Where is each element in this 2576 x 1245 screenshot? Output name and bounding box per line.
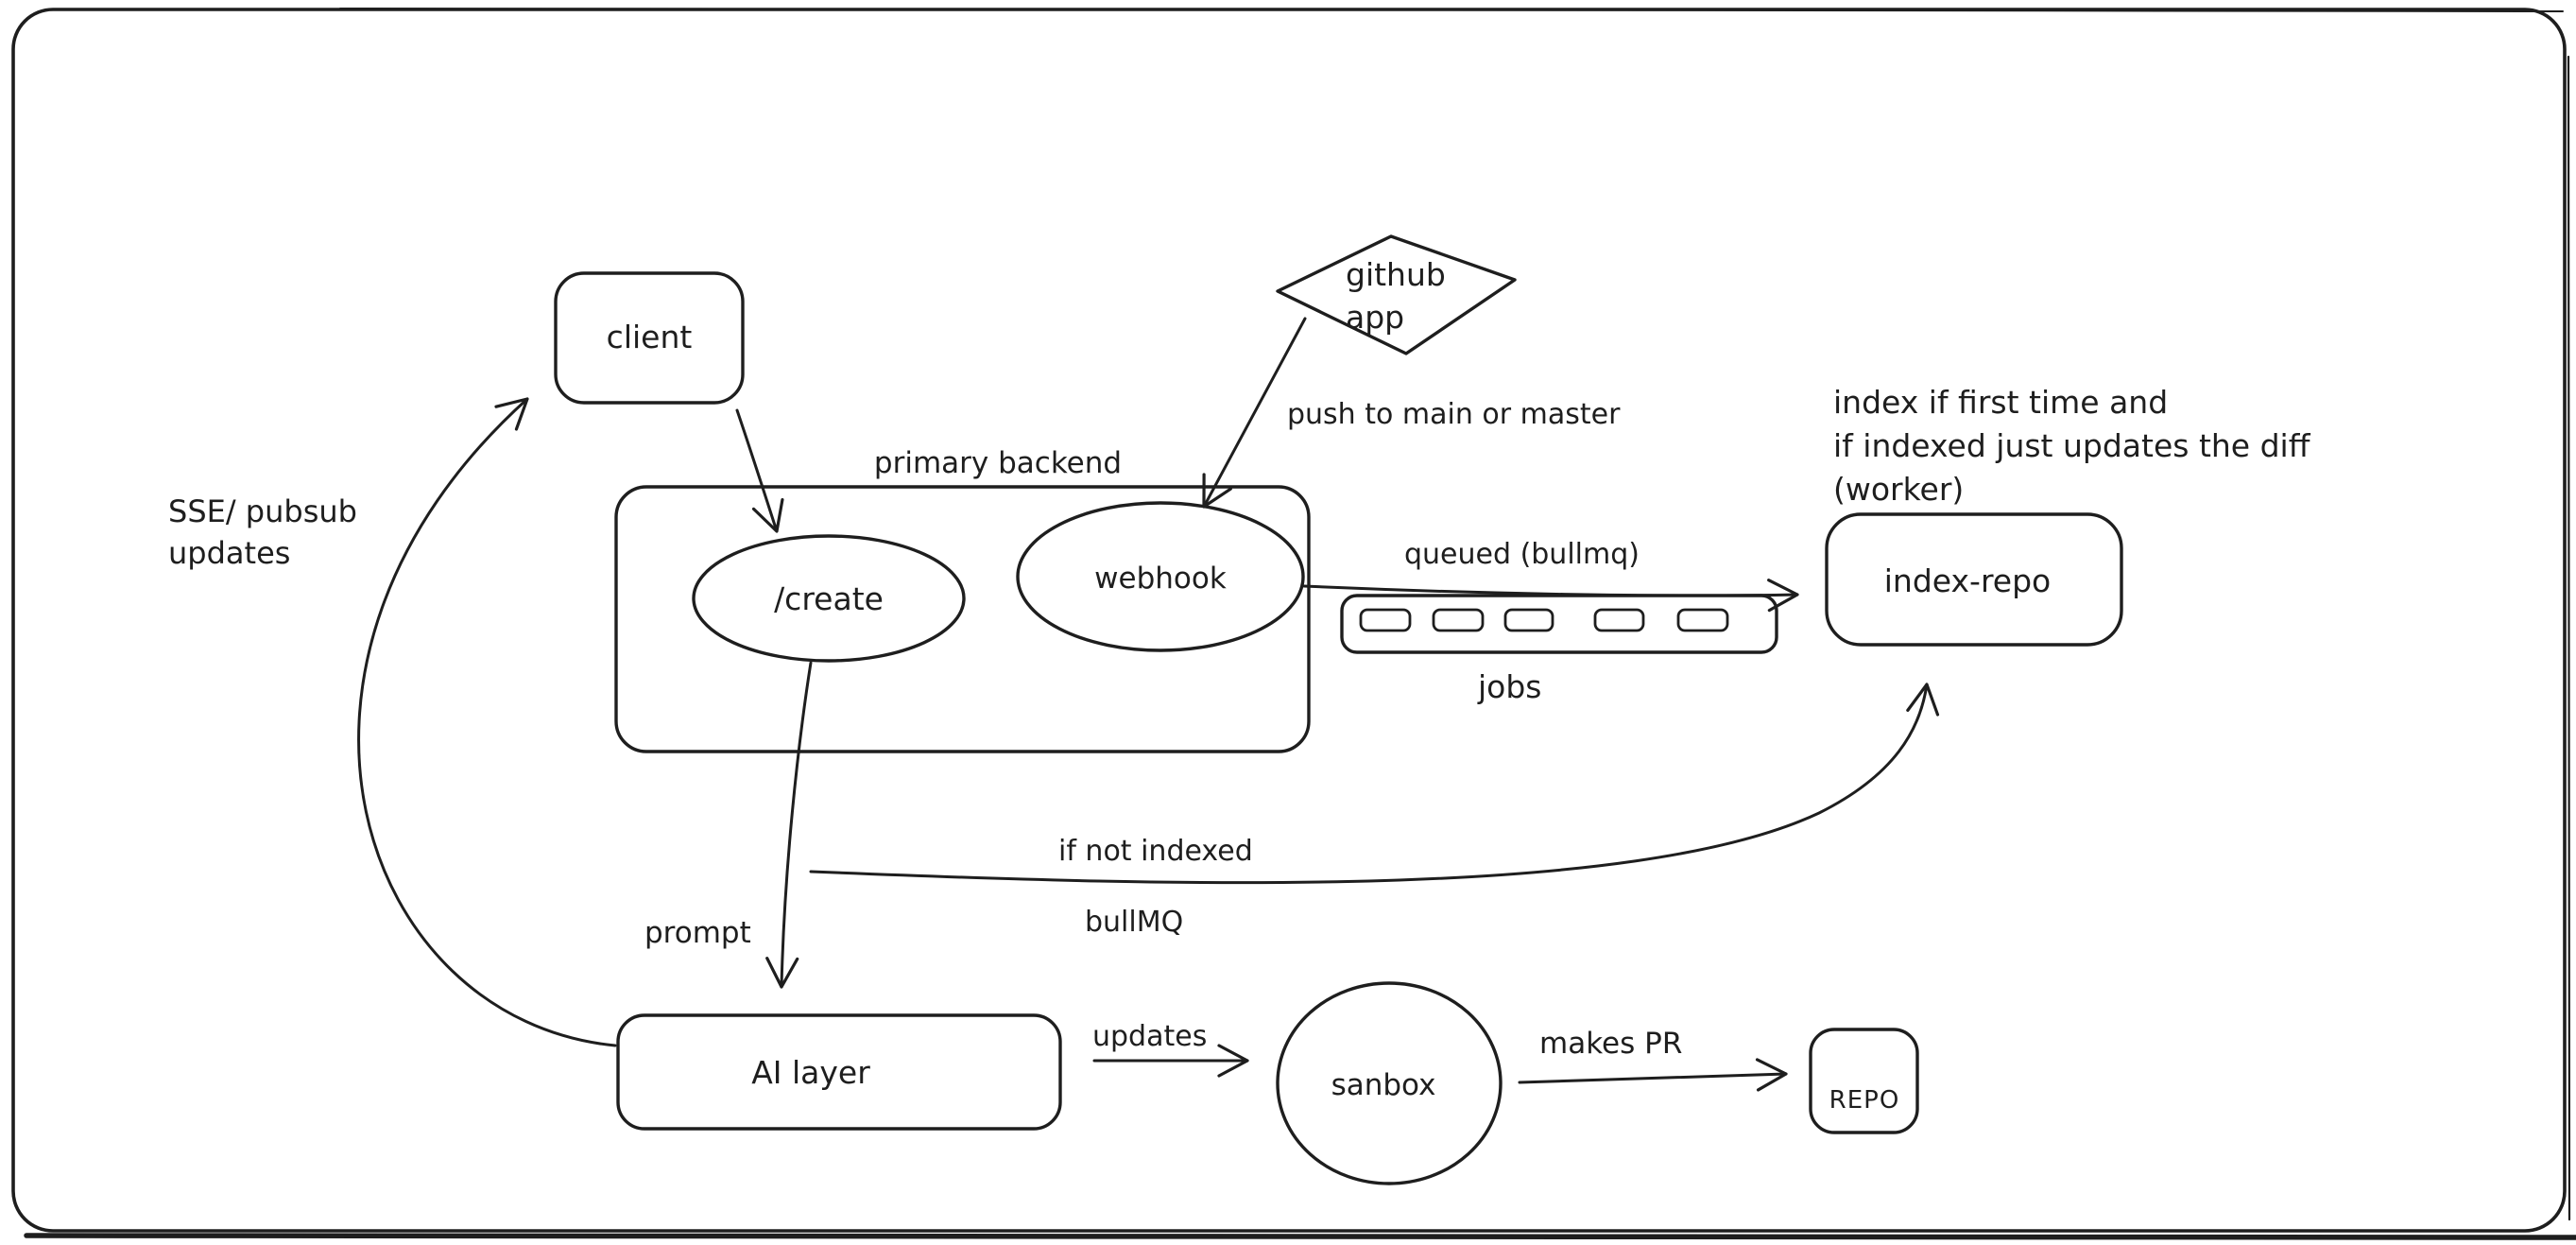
bullmq-label: bullMQ — [1085, 906, 1183, 939]
sse-pubsub-label-line2: updates — [168, 535, 290, 571]
worker-note-line1: index if first time and — [1833, 384, 2168, 421]
if-not-indexed-label: if not indexed — [1058, 835, 1253, 868]
index-repo-node: index-repo — [1825, 512, 2123, 647]
worker-note: index if first time and if indexed just … — [1833, 384, 2311, 508]
primary-backend-node: primary backend — [614, 446, 1311, 753]
sandbox-to-repo-makespr-arrow — [1518, 1058, 1788, 1092]
sse-pubsub-label: SSE/ pubsub updates — [168, 493, 357, 571]
create-endpoint-node: /create — [692, 534, 966, 663]
sandbox-label: sanbox — [1331, 1068, 1436, 1102]
primary-backend-label: primary backend — [874, 446, 1122, 480]
worker-note-line2: if indexed just updates the diff — [1833, 427, 2311, 464]
prompt-label: prompt — [644, 916, 751, 950]
queue-slot — [1503, 608, 1554, 632]
repo-node: REPO — [1809, 1028, 1919, 1134]
queue-slot — [1432, 608, 1485, 632]
jobs-queue-label: jobs — [1477, 668, 1542, 705]
queue-slot — [1676, 608, 1729, 632]
create-endpoint-label: /create — [774, 580, 884, 617]
updates-label: updates — [1092, 1020, 1207, 1053]
index-repo-label: index-repo — [1884, 562, 2051, 599]
queue-slot — [1359, 608, 1412, 632]
github-app-label-line1: github — [1346, 256, 1446, 293]
worker-note-line3: (worker) — [1833, 471, 1964, 508]
client-label: client — [607, 319, 693, 355]
makes-pr-label: makes PR — [1539, 1027, 1682, 1061]
webhook-to-indexrepo-arrow — [1302, 579, 1799, 613]
github-app-node: github app — [1276, 234, 1517, 355]
ailayer-to-client-sse-arrow — [357, 397, 617, 1047]
client-node: client — [554, 271, 745, 405]
create-to-ailayer-prompt-arrow — [765, 661, 813, 989]
queue-slot — [1593, 608, 1645, 632]
sse-pubsub-label-line1: SSE/ pubsub — [168, 493, 357, 529]
create-to-indexrepo-bullmq-arrow — [809, 683, 1940, 885]
sandbox-node: sanbox — [1276, 981, 1503, 1185]
webhook-endpoint-node: webhook — [1016, 501, 1305, 652]
jobs-queue-node: jobs — [1340, 594, 1778, 705]
github-to-webhook-arrow — [1202, 317, 1307, 509]
ai-layer-node: AI layer — [616, 1013, 1062, 1131]
frame-border — [11, 8, 2576, 1240]
webhook-endpoint-label: webhook — [1094, 562, 1227, 596]
repo-label: REPO — [1829, 1086, 1900, 1115]
github-app-label-line2: app — [1346, 299, 1404, 336]
queued-bullmq-label: queued (bullmq) — [1404, 538, 1640, 571]
ai-layer-label: AI layer — [751, 1054, 870, 1091]
push-to-main-label: push to main or master — [1287, 398, 1621, 431]
client-to-create-arrow — [735, 408, 784, 533]
